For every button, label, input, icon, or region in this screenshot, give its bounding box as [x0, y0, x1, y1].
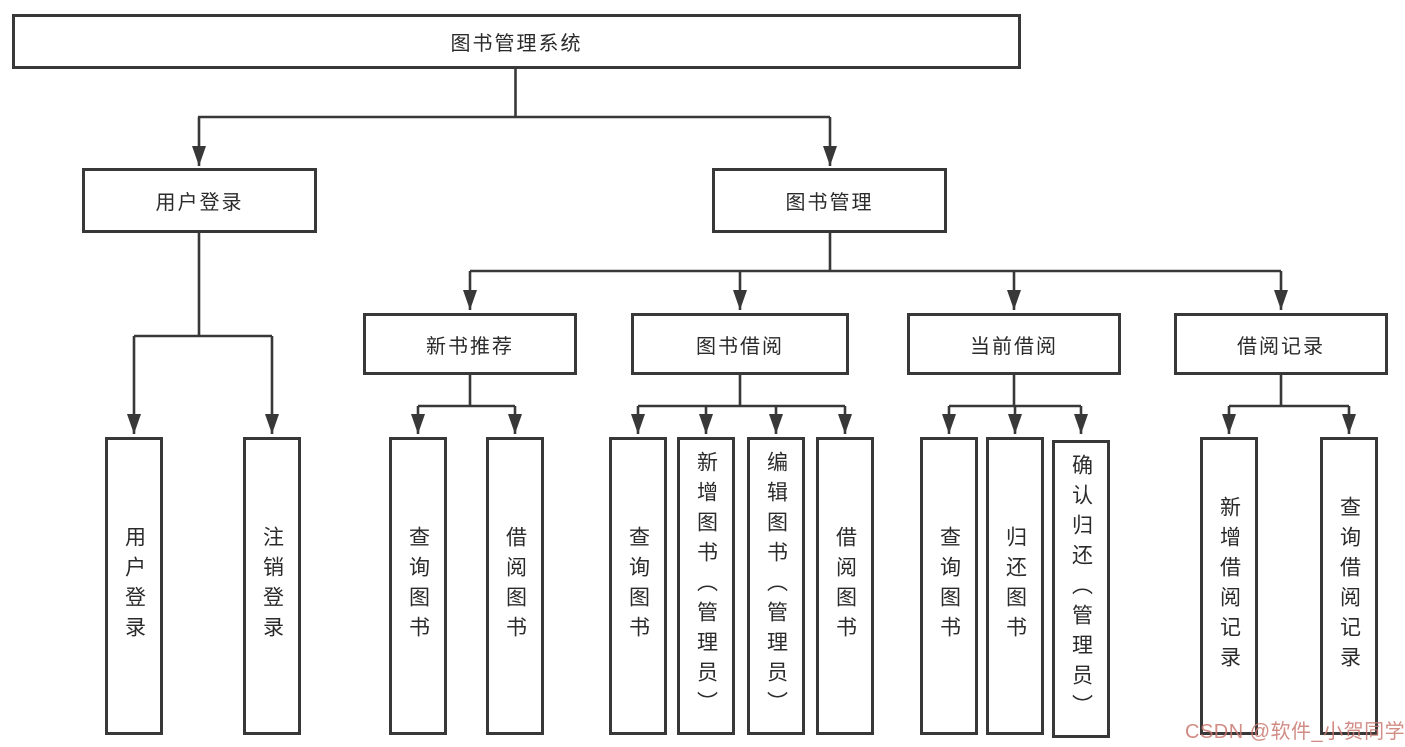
node-root-system: 图书管理系统: [12, 14, 1021, 69]
node-label: 确认归还（管理员）: [1069, 454, 1093, 724]
node-label: 查询图书: [937, 526, 961, 646]
leaf-borrow-books: 借阅图书: [816, 437, 874, 735]
node-label: 查询图书: [406, 526, 430, 646]
node-label: 借阅记录: [1237, 335, 1325, 358]
node-label: 新增借阅记录: [1217, 496, 1241, 676]
node-label: 图书借阅: [696, 335, 784, 358]
node-current-borrow: 当前借阅: [907, 313, 1121, 375]
node-book-borrow: 图书借阅: [631, 313, 849, 375]
leaf-query-books-current: 查询图书: [920, 437, 978, 735]
leaf-add-book-admin: 新增图书（管理员）: [677, 437, 735, 735]
node-label: 图书管理系统: [450, 33, 583, 55]
csdn-watermark: CSDN @软件_小贺同学: [1185, 721, 1405, 743]
node-book-management: 图书管理: [712, 168, 947, 233]
leaf-borrow-books-recommend: 借阅图书: [486, 437, 544, 735]
node-label: 用户登录: [122, 526, 146, 646]
node-new-book-recommend: 新书推荐: [363, 313, 577, 375]
leaf-confirm-return-admin: 确认归还（管理员）: [1052, 440, 1110, 738]
node-label: 编辑图书（管理员）: [764, 451, 788, 721]
node-user-login: 用户登录: [82, 168, 317, 233]
node-label: 借阅图书: [503, 526, 527, 646]
node-label: 图书管理: [785, 192, 874, 214]
leaf-query-books-recommend: 查询图书: [389, 437, 447, 735]
node-label: 用户登录: [155, 192, 244, 214]
node-label: 当前借阅: [970, 335, 1058, 358]
node-label: 借阅图书: [833, 526, 857, 646]
leaf-edit-book-admin: 编辑图书（管理员）: [747, 437, 805, 735]
node-label: 查询图书: [626, 526, 650, 646]
leaf-user-login: 用户登录: [105, 437, 163, 735]
leaf-logout: 注销登录: [243, 437, 301, 735]
node-label: 归还图书: [1003, 526, 1027, 646]
node-borrow-records: 借阅记录: [1174, 313, 1388, 375]
node-label: 新书推荐: [426, 335, 514, 358]
node-label: 新增图书（管理员）: [694, 451, 718, 721]
leaf-query-borrow-record: 查询借阅记录: [1320, 437, 1378, 735]
leaf-add-borrow-record: 新增借阅记录: [1200, 437, 1258, 735]
leaf-query-books-borrow: 查询图书: [609, 437, 667, 735]
node-label: 注销登录: [260, 526, 284, 646]
leaf-return-book: 归还图书: [986, 437, 1044, 735]
node-label: 查询借阅记录: [1337, 496, 1361, 676]
